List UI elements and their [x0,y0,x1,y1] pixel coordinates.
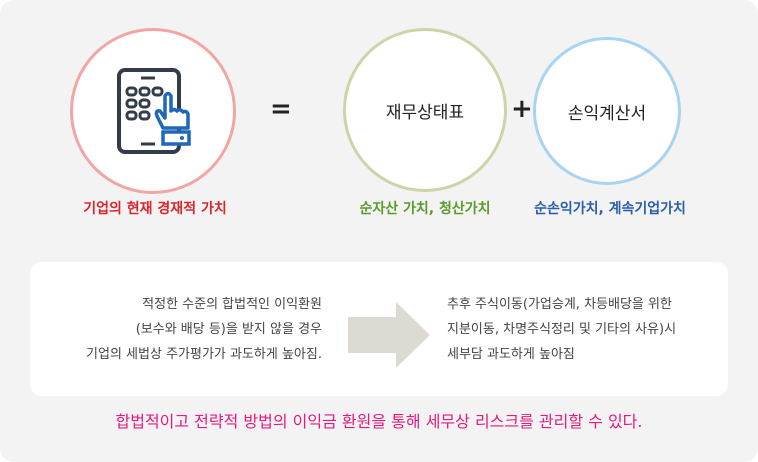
left-line: 적정한 수준의 합법적인 이익환원 [142,297,322,312]
current-value-label: 기업의 현재 경재적 가치 [83,201,227,217]
balance-sheet-title: 재무상태표 [385,102,465,123]
right-explanation: 추후 주식이동(가업승계, 차등배당을 위한 지분이동, 차명주식정리 및 기타… [447,292,676,367]
current-value-circle [70,28,236,194]
equals-sign: = [270,94,292,124]
income-statement-label: 순손익가치, 계속기업가치 [534,201,686,217]
balance-sheet-label: 순자산 가치, 청산가치 [359,201,491,217]
plus-sign: + [511,94,533,124]
balance-sheet-circle: 재무상태표 [343,28,507,192]
left-line: (보수와 배당 등)을 받지 않을 경우 [135,322,322,337]
conclusion-text: 합법적이고 전략적 방법의 이익금 환원을 통해 세무상 리스크를 관리할 수 … [115,412,643,431]
arrow-right-icon [348,302,430,368]
tablet-touch-icon [117,68,191,154]
right-line: 세부담 과도하게 높아짐 [447,347,575,362]
left-explanation: 적정한 수준의 합법적인 이익환원 (보수와 배당 등)을 받지 않을 경우 기… [86,292,322,367]
income-statement-circle: 손익계산서 [533,37,681,185]
left-line: 기업의 세법상 주가평가가 과도하게 높아짐. [86,347,322,362]
right-line: 추후 주식이동(가업승계, 차등배당을 위한 [447,297,672,312]
income-statement-title: 손익계산서 [567,103,647,124]
right-line: 지분이동, 차명주식정리 및 기타의 사유)시 [447,322,677,337]
